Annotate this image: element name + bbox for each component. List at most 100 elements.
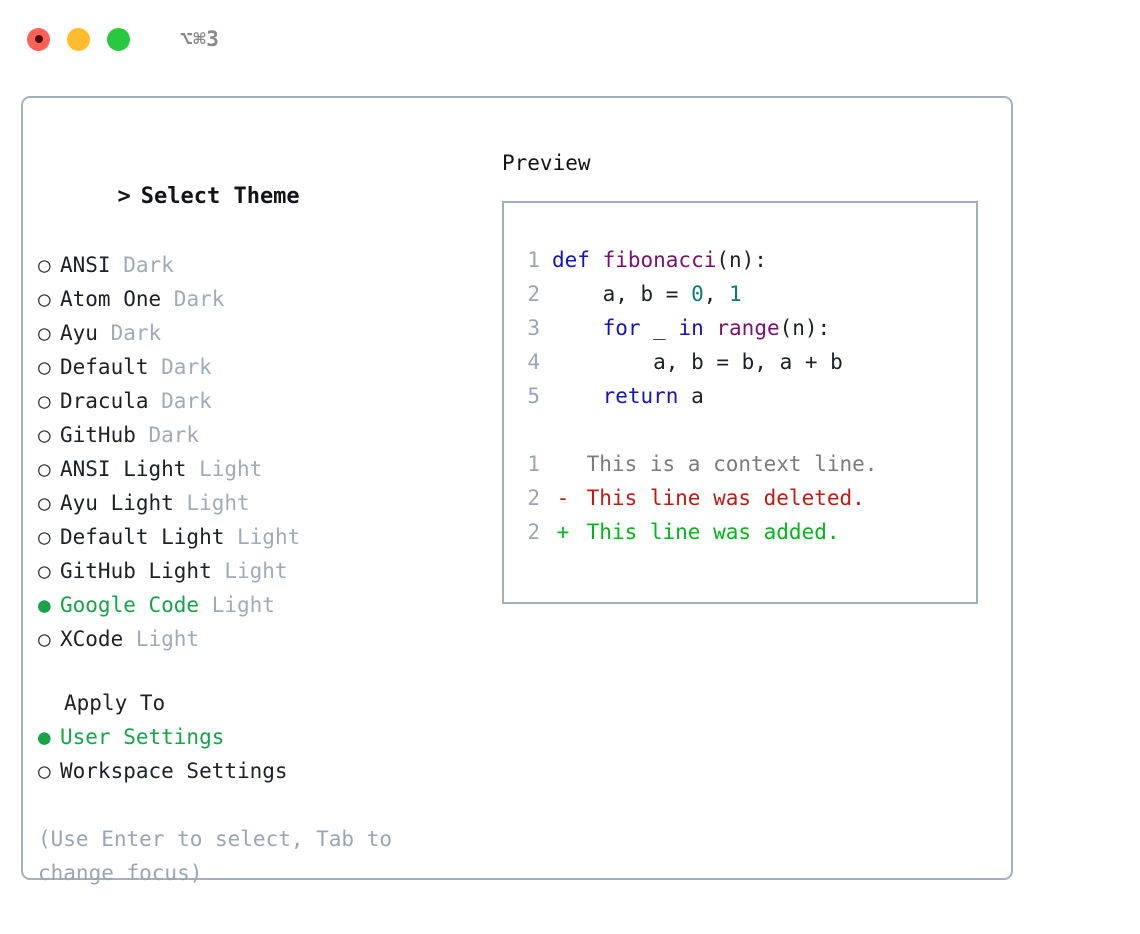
radio-selected-icon: ● — [38, 725, 51, 749]
theme-option-label: Google Code — [60, 593, 200, 617]
apply-to-option-workspace-settings[interactable]: ○Workspace Settings — [38, 754, 478, 788]
diff-marker: - — [556, 486, 570, 510]
diff-marker — [552, 447, 574, 481]
apply-to-option-label: Workspace Settings — [60, 759, 288, 783]
code-token: 1 — [729, 282, 742, 306]
diff-text: This line was added. — [574, 520, 840, 544]
theme-variant-label: Dark — [148, 389, 212, 413]
apply-to-section: Apply To ● User Settings ○Workspace Settin… — [38, 686, 478, 788]
radio-unselected-icon: ○ — [38, 559, 51, 583]
theme-variant-label: Light — [173, 491, 250, 515]
theme-option-label: Default — [60, 355, 149, 379]
preview-title: Preview — [502, 151, 591, 175]
radio-unselected-icon: ○ — [38, 423, 51, 447]
apply-to-option-label: User Settings — [60, 725, 225, 749]
theme-variant-label: Light — [211, 559, 288, 583]
radio-unselected-icon: ○ — [38, 355, 51, 379]
theme-option-label: ANSI — [60, 253, 111, 277]
theme-option-github[interactable]: ○ GitHub Dark — [38, 418, 478, 452]
theme-option-label: Default Light — [60, 525, 225, 549]
theme-option-label: GitHub Light — [60, 559, 212, 583]
theme-panel-heading: > Select Theme — [38, 146, 478, 248]
theme-variant-label: Dark — [148, 355, 212, 379]
line-number: 1 — [527, 452, 540, 476]
keyboard-hint-text: (Use Enter to select, Tab to change focu… — [38, 827, 393, 885]
code-line: 5 return a — [504, 379, 976, 413]
window-controls — [27, 27, 130, 51]
code-token: , — [703, 282, 730, 306]
apply-to-option-user-settings[interactable]: ● User Settings — [38, 720, 478, 754]
code-line: 2 a, b = 0, 1 — [504, 277, 976, 311]
line-number: 2 — [527, 282, 540, 306]
line-number: 3 — [527, 316, 540, 340]
theme-option-label: Atom One — [60, 287, 162, 311]
radio-unselected-icon: ○ — [38, 253, 51, 277]
theme-variant-label: Light — [123, 627, 200, 651]
keyboard-shortcut-label: ⌥⌘3 — [180, 27, 220, 51]
diff-line: 2+ This line was added. — [504, 515, 976, 549]
line-number: 2 — [527, 520, 540, 544]
app-window: > Select Theme ○ ANSI Dark ○ Atom One Dark ○ A… — [21, 96, 1013, 885]
code-token: _ — [653, 316, 679, 340]
diff-line: 1 This is a context line. — [504, 447, 976, 481]
theme-option-label: Dracula — [60, 389, 149, 413]
theme-option-ansi[interactable]: ○ ANSI Dark — [38, 248, 478, 282]
theme-option-label: XCode — [60, 627, 124, 651]
code-token: def — [552, 248, 603, 272]
theme-variant-label: Dark — [110, 253, 174, 277]
theme-option-ayu[interactable]: ○ Ayu Dark — [38, 316, 478, 350]
theme-option-default-light[interactable]: ○Default Light Light — [38, 520, 478, 554]
line-number: 5 — [527, 384, 540, 408]
line-number: 4 — [527, 350, 540, 374]
code-token: (n): — [716, 248, 767, 272]
theme-option-atom-one[interactable]: ○Atom One Dark — [38, 282, 478, 316]
caret-icon: > — [117, 184, 131, 209]
radio-unselected-icon: ○ — [38, 287, 51, 311]
theme-option-label: ANSI Light — [60, 457, 187, 481]
code-token: fibonacci — [602, 248, 717, 272]
close-button[interactable] — [27, 27, 50, 51]
code-token: for — [552, 316, 654, 340]
line-number: 2 — [527, 486, 540, 510]
diff-line: 2- This line was deleted. — [504, 481, 976, 515]
code-token: (n): — [779, 316, 831, 340]
theme-option-label: Ayu — [60, 321, 98, 345]
theme-option-xcode[interactable]: ○XCode Light — [38, 622, 478, 656]
theme-option-label: GitHub — [60, 423, 136, 447]
theme-option-label: Ayu Light — [60, 491, 174, 515]
title-bar: ⌥⌘3 — [0, 0, 1140, 78]
code-token: 0 — [691, 282, 704, 306]
radio-unselected-icon: ○ — [38, 389, 51, 413]
minimize-button[interactable] — [67, 27, 90, 51]
theme-option-google-code[interactable]: ●Google Code Light — [38, 588, 478, 622]
theme-variant-label: Light — [199, 593, 275, 617]
theme-variant-label: Light — [186, 457, 263, 481]
theme-option-default[interactable]: ○ Default Dark — [38, 350, 478, 384]
code-token: a, b = — [552, 282, 692, 306]
preview-spacer — [504, 413, 976, 447]
theme-variant-label: Dark — [135, 423, 200, 447]
apply-to-list: ● User Settings ○Workspace Settings — [38, 720, 478, 788]
code-token: a — [691, 384, 704, 408]
diff-text: This line was deleted. — [574, 486, 865, 510]
code-token: return — [552, 384, 692, 408]
theme-option-dracula[interactable]: ○ Dracula Dark — [38, 384, 478, 418]
diff-text: This is a context line. — [574, 452, 878, 476]
theme-option-ayu-light[interactable]: ○ Ayu Light Light — [38, 486, 478, 520]
theme-variant-label: Light — [224, 525, 301, 549]
theme-list: ○ANSI Dark○Atom One Dark○Ayu Dark○Defaul… — [38, 248, 478, 656]
code-line: 3 for _ in range(n): — [504, 311, 976, 345]
theme-panel-title: Select Theme — [140, 184, 300, 209]
apply-to-heading: Apply To — [64, 691, 166, 715]
radio-unselected-icon: ○ — [38, 491, 51, 515]
radio-unselected-icon: ○ — [38, 321, 51, 345]
maximize-button[interactable] — [107, 27, 130, 51]
theme-option-github-light[interactable]: ○ GitHub Light Light — [38, 554, 478, 588]
code-token: in — [678, 316, 717, 340]
theme-variant-label: Dark — [97, 321, 162, 345]
radio-unselected-icon: ○ — [38, 457, 51, 481]
theme-option-ansi-light[interactable]: ○ ANSI Light Light — [38, 452, 478, 486]
